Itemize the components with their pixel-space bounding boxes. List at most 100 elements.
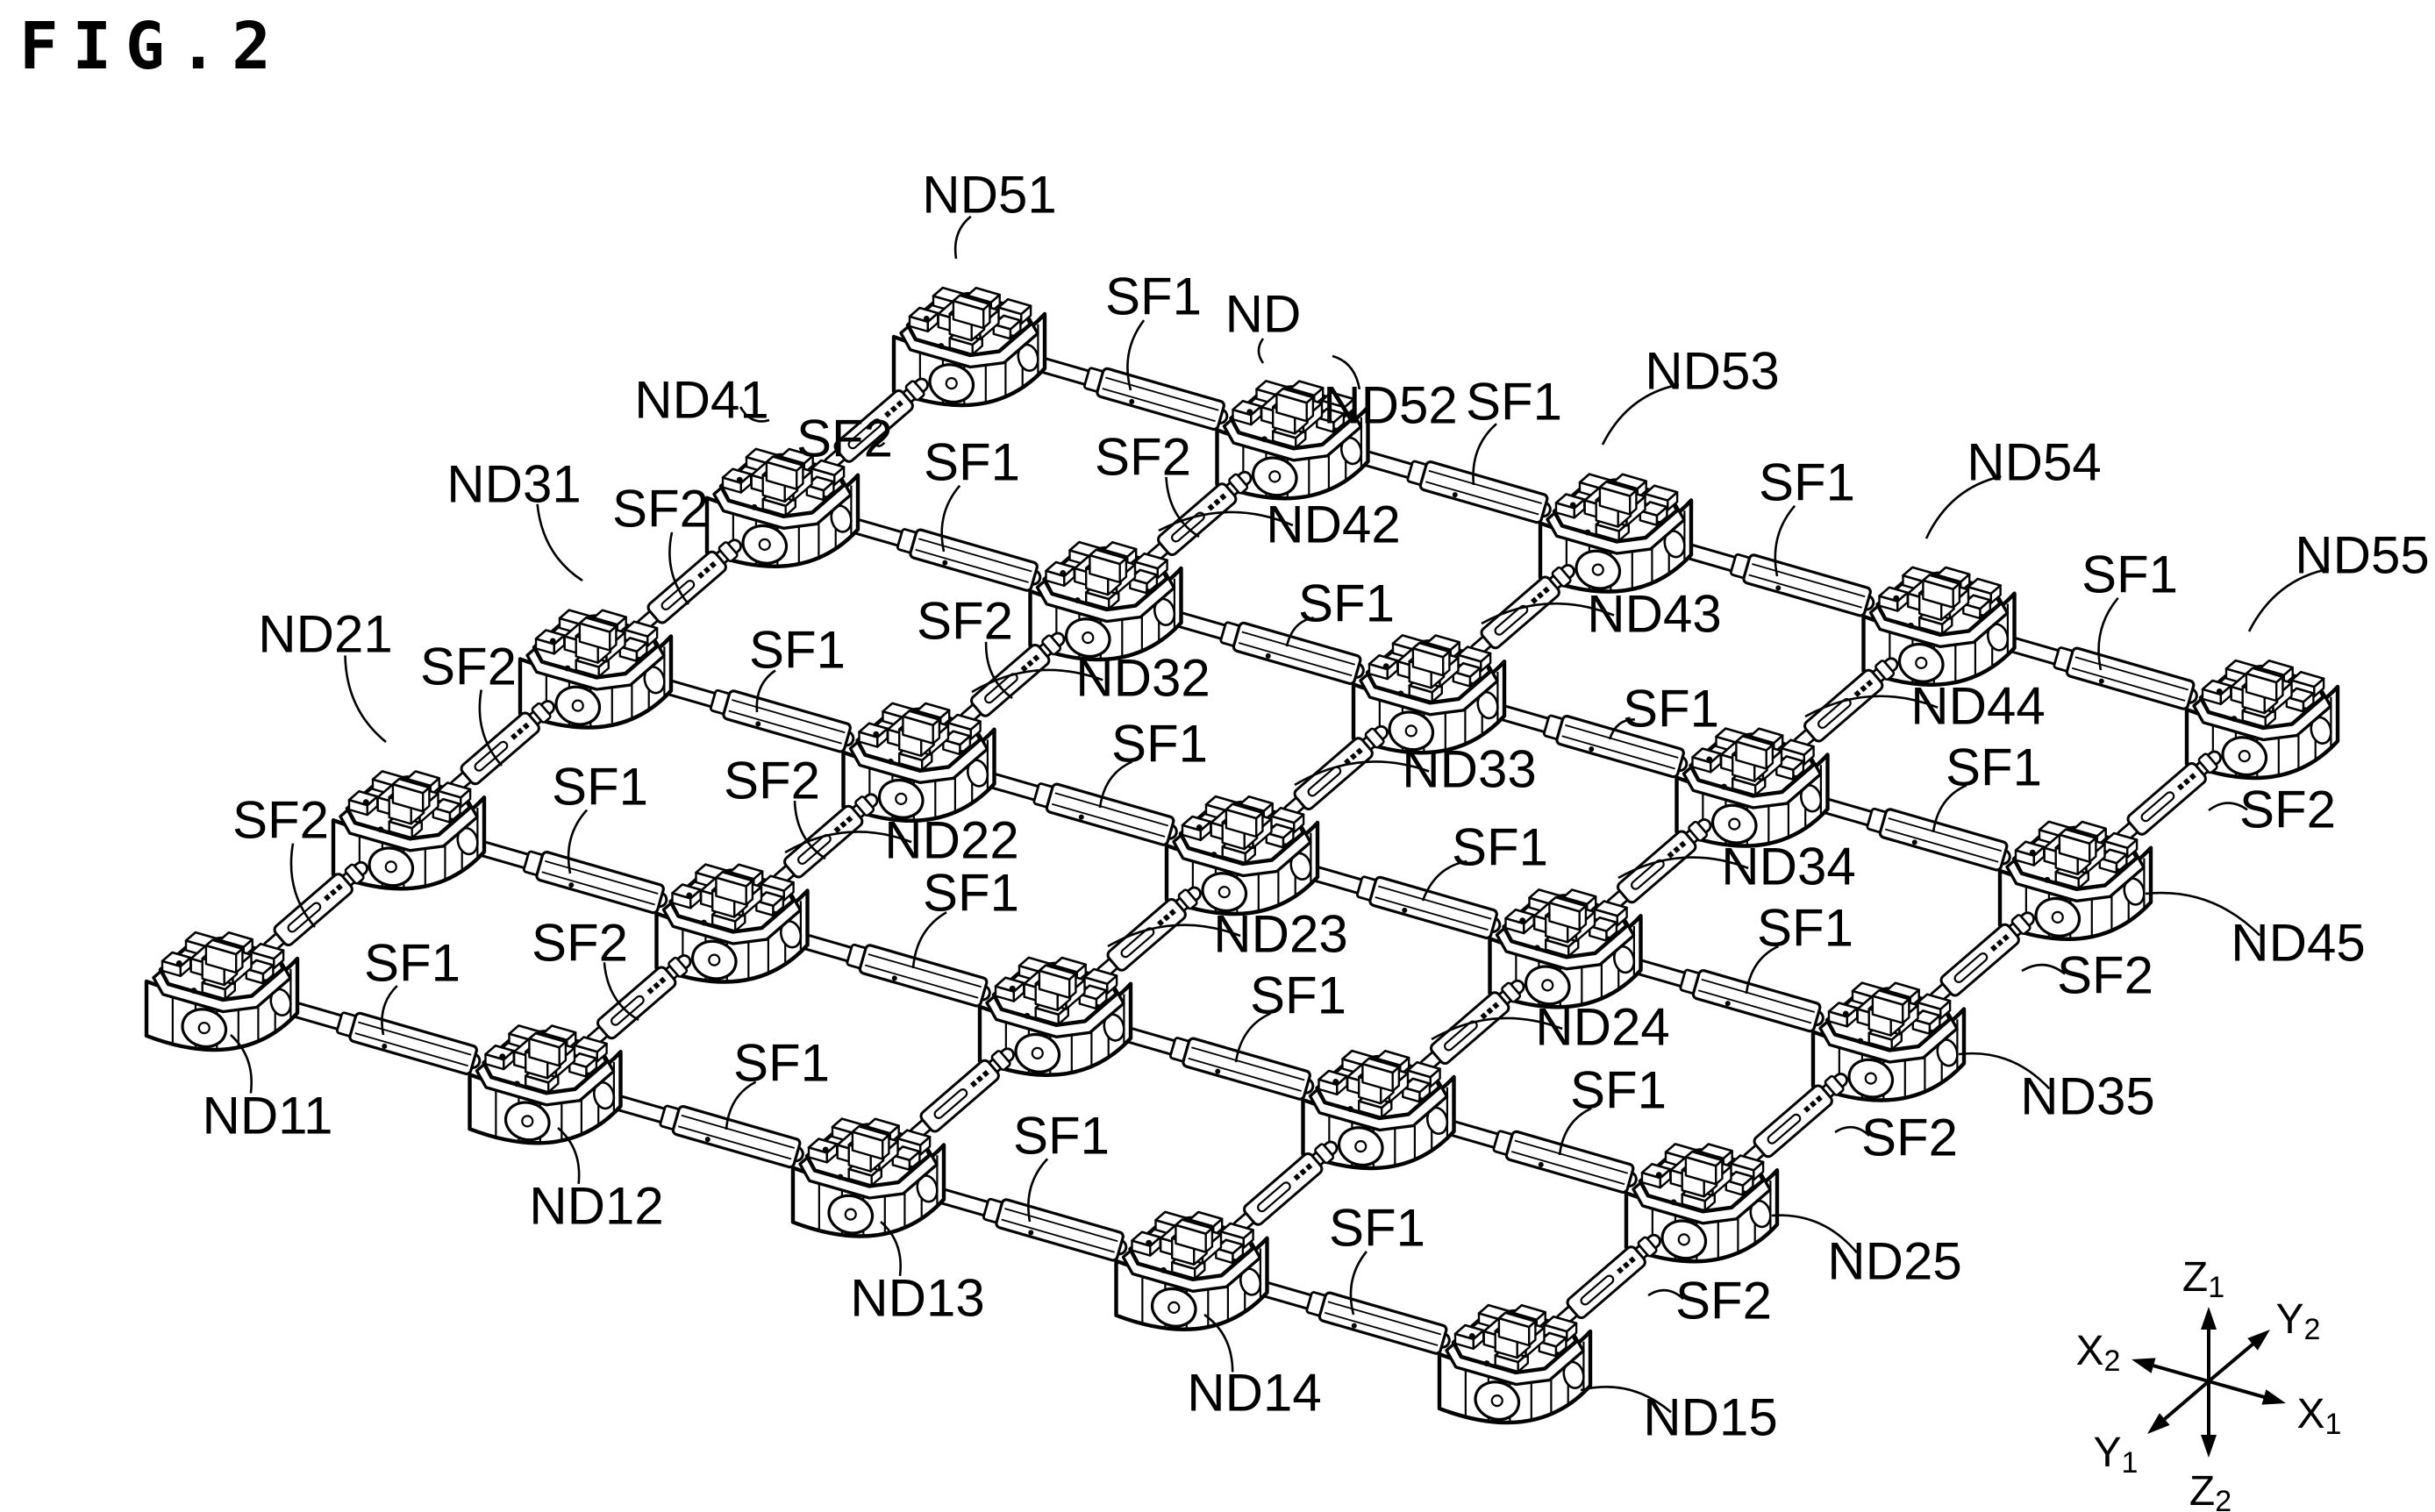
shaft-SF2-ND33-ND43 [1282,724,1389,819]
shaft-SF2-ND43-ND53 [1469,564,1575,658]
label-ND24-8: ND24 [1431,998,1670,1057]
label-text-SF2: SF2 [612,480,709,538]
label-SF2-48: SF2 [612,480,709,605]
node-ND24 [1301,1049,1456,1171]
node-ND11 [144,931,300,1052]
label-SF2-56: SF2 [2021,946,2153,1005]
node-ND31 [518,609,674,730]
label-SF1-40: SF1 [1234,966,1346,1063]
label-text-ND41: ND41 [634,371,768,430]
shaft-SF1-ND43-ND44 [1493,703,1689,779]
label-SF1-33: SF1 [1932,738,2042,833]
label-ND11-0: ND11 [203,1034,333,1145]
shaft-SF2-ND14-ND24 [1232,1140,1339,1235]
label-text-ND55: ND55 [2295,526,2429,585]
label-text-ND32: ND32 [1075,649,1210,708]
label-ND55-25: ND55 [2247,526,2430,632]
label-text-SF1: SF1 [924,433,1020,492]
label-text-SF2: SF2 [796,410,893,468]
figure-title: FIG.2 [19,9,285,84]
label-text-ND25: ND25 [1827,1232,1961,1291]
label-text-ND53: ND53 [1645,342,1779,401]
axis-label-Y1: Y1 [2094,1430,2139,1480]
label-ND15-4: ND15 [1580,1386,1778,1447]
label-SF1-45: SF1 [1329,1199,1425,1316]
label-ND22-6: ND22 [784,811,1019,870]
shaft-SF2-ND13-ND23 [909,1047,1015,1141]
label-ND-21: ND [1225,285,1302,364]
label-text-ND11: ND11 [203,1087,333,1145]
axis-label-Z1: Z1 [2182,1254,2224,1305]
label-SF2-47: SF2 [420,638,517,767]
label-SF1-44: SF1 [1013,1107,1110,1223]
label-text-SF1: SF1 [923,864,1019,923]
label-text-SF1: SF1 [2082,546,2178,604]
label-SF1-36: SF1 [1421,818,1548,902]
label-text-ND33: ND33 [1402,740,1536,799]
label-text-ND45: ND45 [2231,914,2365,973]
shaft-SF2-ND24-ND34 [1418,979,1525,1073]
label-SF2-55: SF2 [1834,1109,1958,1167]
label-text-SF1: SF1 [1623,680,1719,738]
label-text-SF1: SF1 [1946,738,2042,797]
label-text-ND31: ND31 [446,455,581,514]
shaft-SF1-ND22-ND23 [796,932,991,1008]
label-ND52-22: ND52 [1323,354,1458,435]
label-SF1-31: SF1 [1285,574,1395,647]
label-text-SF2: SF2 [1861,1109,1958,1167]
label-text-ND12: ND12 [529,1177,663,1236]
label-SF1-39: SF1 [911,864,1019,969]
label-text-ND15: ND15 [1643,1388,1777,1447]
label-text-ND43: ND43 [1587,585,1721,644]
label-text-SF2: SF2 [532,914,628,973]
node-grid [144,286,2340,1425]
shaft-SF1-ND24-ND25 [1442,1119,1638,1195]
label-text-SF1: SF1 [1013,1107,1110,1166]
label-SF2-51: SF2 [724,752,826,860]
label-text-SF1: SF1 [1452,818,1548,877]
label-ND34-13: ND34 [1617,838,1856,896]
shaft-SF1-ND12-ND13 [609,1094,804,1169]
label-text-ND23: ND23 [1213,905,1347,964]
node-ND45 [1997,820,2153,941]
label-text-SF2: SF2 [2057,946,2153,1005]
node-ND33 [1164,795,1320,916]
node-ND51 [891,286,1047,408]
node-ND21 [331,770,487,891]
label-SF1-26: SF1 [1105,267,1202,391]
axis-label-X2: X2 [2076,1328,2121,1379]
label-text-SF1: SF1 [1105,267,1202,326]
label-text-ND: ND [1225,285,1302,344]
node-ND54 [1861,566,2017,687]
label-SF1-35: SF1 [1098,715,1208,809]
shaft-SF2-ND31-ND41 [636,538,742,632]
label-SF1-43: SF1 [725,1034,830,1130]
label-ND21-5: ND21 [258,605,393,744]
shaft-SF2-ND41-ND51 [823,377,929,472]
label-ND54-24: ND54 [1924,433,2102,539]
label-ND23-7: ND23 [1107,905,1348,964]
label-ND13-2: ND13 [850,1221,985,1328]
label-ND53-23: ND53 [1601,342,1780,446]
label-ND25-9: ND25 [1771,1214,1962,1291]
label-text-ND14: ND14 [1187,1364,1321,1423]
label-ND14-3: ND14 [1187,1313,1322,1423]
label-text-ND21: ND21 [258,605,392,664]
label-text-SF1: SF1 [1298,574,1395,633]
node-ND42 [1028,540,1183,662]
label-SF2-50: SF2 [532,914,639,1022]
node-ND13 [790,1117,946,1238]
label-text-SF1: SF1 [1250,966,1346,1025]
label-text-SF1: SF1 [1757,899,1853,958]
shaft-SF2-ND15-ND25 [1555,1233,1661,1328]
label-text-ND24: ND24 [1535,998,1669,1057]
label-SF1-32: SF1 [1608,680,1719,740]
axis-label-Y2: Y2 [2276,1296,2321,1347]
shaft-SF2-ND21-ND31 [449,700,555,794]
label-text-ND35: ND35 [2020,1067,2154,1126]
shaft-SF1-ND32-ND33 [982,772,1178,846]
node-ND25 [1624,1143,1780,1264]
